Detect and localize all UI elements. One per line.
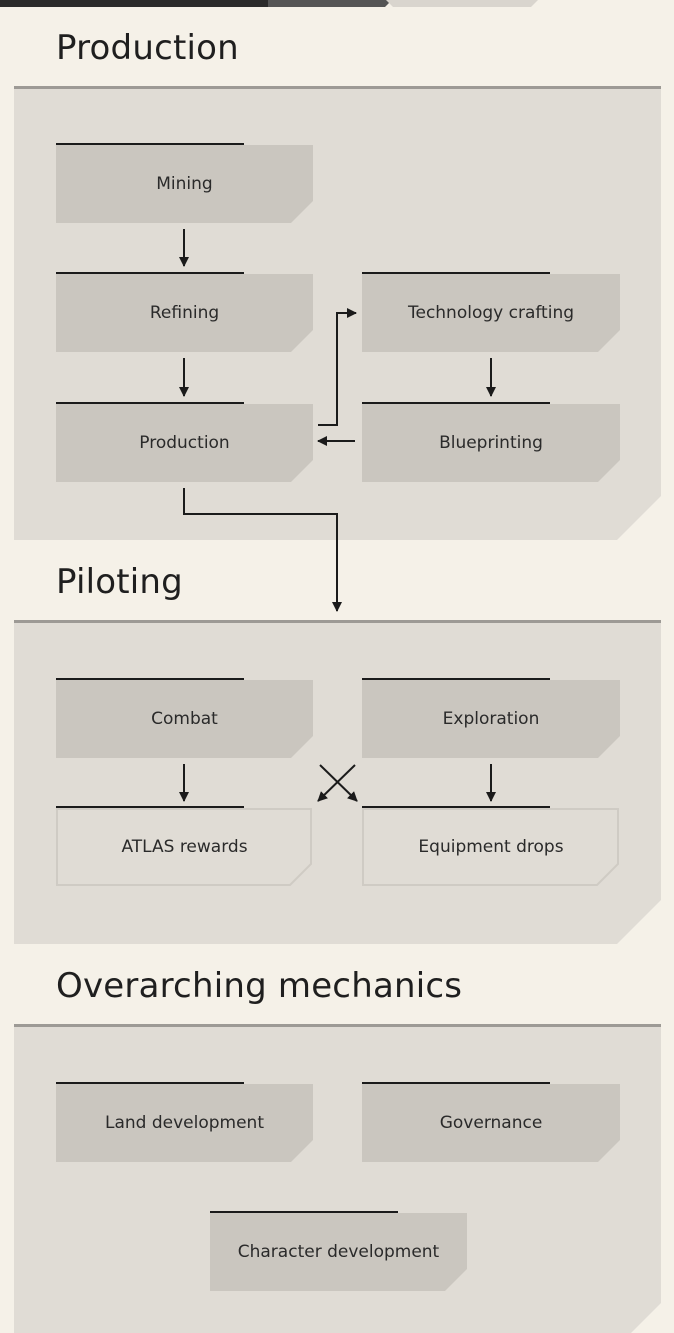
node-label: Character development bbox=[237, 1242, 440, 1262]
section-title-overarching: Overarching mechanics bbox=[56, 966, 463, 1006]
node-bar bbox=[56, 402, 244, 404]
node-bar bbox=[362, 678, 550, 680]
node-label: Mining bbox=[156, 174, 213, 194]
node-label: Combat bbox=[151, 709, 218, 729]
node-bar bbox=[56, 1082, 244, 1084]
node-bar bbox=[362, 402, 550, 404]
node-label: Exploration bbox=[442, 709, 540, 729]
top-bar-light bbox=[386, 0, 538, 7]
node-refining: Refining bbox=[56, 272, 313, 352]
node-frame bbox=[362, 808, 619, 886]
node-label: Equipment drops bbox=[418, 837, 564, 857]
node-combat: Combat bbox=[56, 678, 313, 758]
panel-piloting bbox=[14, 620, 661, 944]
node-bar bbox=[56, 678, 244, 680]
node-governance: Governance bbox=[362, 1082, 620, 1162]
node-bar bbox=[362, 272, 550, 274]
node-land-development: Land development bbox=[56, 1082, 313, 1162]
section-title-production: Production bbox=[56, 28, 239, 68]
section-title-piloting: Piloting bbox=[56, 562, 183, 602]
node-mining: Mining bbox=[56, 143, 313, 223]
node-label: Technology crafting bbox=[407, 303, 575, 323]
node-bar bbox=[362, 1082, 550, 1084]
node-technology-crafting: Technology crafting bbox=[362, 272, 620, 352]
node-blueprinting: Blueprinting bbox=[362, 402, 620, 482]
node-character-development: Character development bbox=[210, 1211, 467, 1291]
node-label: ATLAS rewards bbox=[121, 837, 248, 857]
node-label: Refining bbox=[149, 303, 220, 323]
node-bar bbox=[56, 806, 244, 808]
node-equipment-drops: Equipment drops bbox=[362, 806, 620, 886]
node-production: Production bbox=[56, 402, 313, 482]
node-atlas-rewards: ATLAS rewards bbox=[56, 806, 313, 886]
node-bar bbox=[56, 143, 244, 145]
node-label: Governance bbox=[439, 1113, 543, 1133]
top-bar-dark bbox=[0, 0, 268, 7]
node-frame bbox=[56, 808, 312, 886]
node-exploration: Exploration bbox=[362, 678, 620, 758]
node-label: Production bbox=[139, 433, 230, 453]
node-label: Blueprinting bbox=[439, 433, 543, 453]
top-bar-mid bbox=[268, 0, 392, 7]
node-bar bbox=[362, 806, 550, 808]
node-bar bbox=[56, 272, 244, 274]
node-label: Land development bbox=[104, 1113, 264, 1133]
node-bar bbox=[210, 1211, 398, 1213]
